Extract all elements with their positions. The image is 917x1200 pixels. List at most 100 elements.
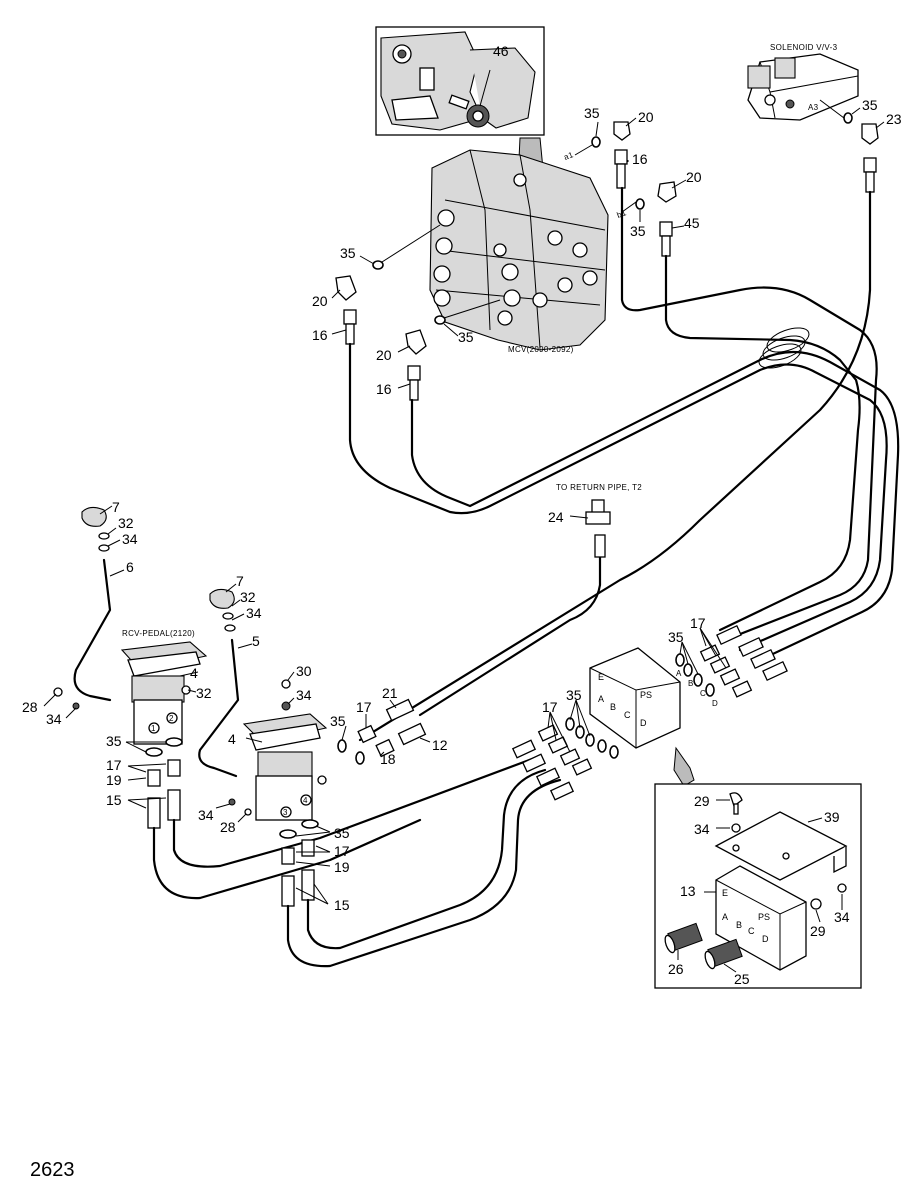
callout-15-p2: 15	[334, 897, 350, 913]
callout-46: 46	[493, 43, 509, 59]
pedal-port-3: 3	[283, 808, 288, 817]
callout-20-mid: 20	[686, 169, 702, 185]
callout-35-low: 35	[458, 329, 474, 345]
pedal-port-4: 4	[303, 796, 308, 805]
block-port-A: A	[598, 694, 604, 704]
callout-17-g: 17	[542, 699, 558, 715]
detail-pointer	[673, 746, 695, 787]
callout-17-h: 17	[690, 615, 706, 631]
block-port-PS: PS	[640, 690, 652, 700]
pressure-switch-46	[448, 94, 490, 128]
knob-7-b	[209, 588, 235, 609]
callout-26: 26	[668, 961, 684, 977]
callout-5: 5	[252, 633, 260, 649]
callout-16-top: 16	[632, 151, 648, 167]
callout-16-low: 16	[376, 381, 392, 397]
rcv-pedal-left: RCV-PEDAL(2120) 1 2 4 32 28	[22, 629, 542, 900]
callout-35-p2: 35	[334, 825, 350, 841]
callout-35-f: 35	[330, 713, 346, 729]
callout-35-p1: 35	[106, 733, 122, 749]
callout-6: 6	[126, 559, 134, 575]
lever-6-assembly: 7 32 34 6	[73, 499, 138, 702]
callout-23: 23	[886, 111, 902, 127]
callout-4-b: 4	[228, 731, 236, 747]
pedal-port-1: 1	[151, 724, 156, 733]
svg-text:B: B	[688, 679, 694, 688]
svg-text:C: C	[700, 689, 706, 698]
callout-32-b: 32	[240, 589, 256, 605]
callout-18: 18	[380, 751, 396, 767]
callout-34-b: 34	[246, 605, 262, 621]
callout-35-h: 35	[668, 629, 684, 645]
callout-19-p1: 19	[106, 772, 122, 788]
callout-4-a: 4	[190, 665, 198, 681]
middle-fittings: 35 17 21 18 12	[330, 685, 448, 767]
callout-28-a: 28	[22, 699, 38, 715]
page-number: 2623	[30, 1159, 75, 1181]
callout-7-b: 7	[236, 573, 244, 589]
callout-34-c: 34	[46, 711, 62, 727]
callout-34-j: 34	[834, 909, 850, 925]
callout-35-left: 35	[340, 245, 356, 261]
block-port-C: C	[624, 710, 631, 720]
block-port-D: D	[640, 718, 647, 728]
callout-17-p2: 17	[334, 843, 350, 859]
callout-21: 21	[382, 685, 398, 701]
mcv-label: MCV(2090-2092)	[508, 345, 574, 354]
callout-34-d: 34	[296, 687, 312, 703]
solenoid-port-a3: A3	[808, 103, 819, 112]
main-control-valve: MCV(2090-2092) a1 b1	[429, 149, 628, 354]
callout-39: 39	[824, 809, 840, 825]
solenoid-valve-3: SOLENOID V/V-3 A3	[747, 43, 859, 121]
callout-20-low: 20	[376, 347, 392, 363]
mcv-fittings	[335, 112, 879, 401]
callout-13: 13	[680, 883, 696, 899]
svg-text:D: D	[712, 699, 718, 708]
block-right-fittings: A B C D 35 17	[668, 615, 788, 708]
callout-25: 25	[734, 971, 750, 987]
callout-19-p2: 19	[334, 859, 350, 875]
callout-35-solenoid: 35	[862, 97, 878, 113]
callout-12: 12	[432, 737, 448, 753]
solenoid-label: SOLENOID V/V-3	[770, 43, 838, 52]
block-port-E: E	[598, 672, 604, 682]
callout-35-top: 35	[584, 105, 600, 121]
top-leaders	[331, 99, 885, 389]
hose-routing	[348, 186, 900, 742]
callout-34-a: 34	[122, 531, 138, 547]
pressure-switch-inset: 46	[375, 26, 546, 197]
callout-24: 24	[548, 509, 564, 525]
callout-35-mid: 35	[630, 223, 646, 239]
callout-29-a: 29	[694, 793, 710, 809]
callout-28-b: 28	[220, 819, 236, 835]
svg-text:A: A	[676, 669, 682, 678]
callout-20-left: 20	[312, 293, 328, 309]
callout-30: 30	[296, 663, 312, 679]
return-pipe-label: TO RETURN PIPE, T2	[556, 483, 642, 492]
callout-17-f: 17	[356, 699, 372, 715]
mcv-port-a1: a1	[563, 150, 575, 162]
callout-34-i: 34	[694, 821, 710, 837]
pressure-switch-block: E A B C D PS 17 35	[511, 647, 681, 801]
rcv-pedal-label: RCV-PEDAL(2120)	[122, 629, 195, 638]
pedal-port-2: 2	[169, 714, 174, 723]
detail-port-PS: PS	[758, 912, 770, 922]
detail-port-D: D	[762, 934, 769, 944]
callout-45: 45	[684, 215, 700, 231]
callout-34-e: 34	[198, 807, 214, 823]
callout-20-top: 20	[638, 109, 654, 125]
callout-16-left: 16	[312, 327, 328, 343]
callout-29-b: 29	[810, 923, 826, 939]
callout-32-c: 32	[196, 685, 212, 701]
return-tee-24: TO RETURN PIPE, T2 24	[548, 483, 642, 558]
callout-7-a: 7	[112, 499, 120, 515]
block-port-B: B	[610, 702, 616, 712]
detail-port-C: C	[748, 926, 755, 936]
detail-port-B: B	[736, 920, 742, 930]
detail-port-E: E	[722, 888, 728, 898]
lever-5-assembly: 7 32 34 5	[198, 573, 262, 778]
mcv-spool-caps	[433, 173, 598, 326]
knob-7-a	[81, 506, 107, 527]
